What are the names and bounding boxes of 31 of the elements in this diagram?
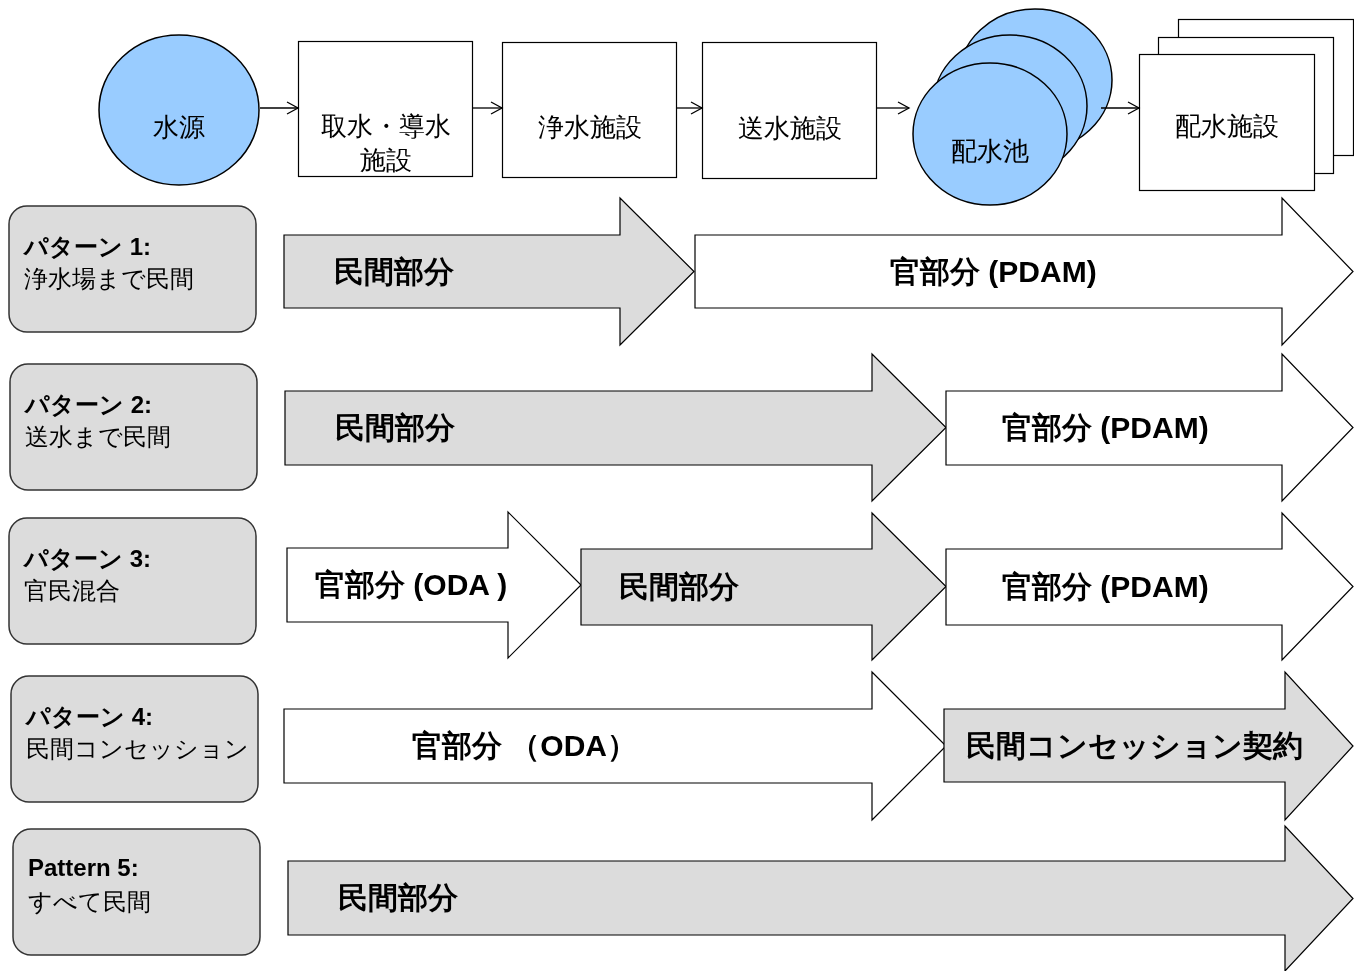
segment-label: 官部分 (ODA ) xyxy=(315,567,508,603)
pattern-title: パターン 1: xyxy=(24,232,151,262)
pattern-description: 民間コンセッション xyxy=(26,734,249,764)
arrow xyxy=(876,101,910,115)
pattern-description: 送水まで民間 xyxy=(25,422,171,452)
pattern-title: パターン 3: xyxy=(24,544,151,574)
segment-label: 民間部分 xyxy=(338,880,458,916)
arrow xyxy=(472,101,503,115)
segment-label: 官部分 (PDAM) xyxy=(1002,410,1209,446)
node-label: 水源 xyxy=(152,111,206,144)
node-label: 送水施設 xyxy=(736,111,843,145)
pattern-title: パターン 4: xyxy=(26,702,153,732)
node-label: 取水・導水施設 xyxy=(319,110,452,177)
arrow xyxy=(259,101,299,115)
segment-label: 民間部分 xyxy=(619,569,739,605)
arrow xyxy=(676,101,703,115)
segment-label: 官部分 （ODA） xyxy=(412,728,637,764)
pattern-description: 浄水場まで民間 xyxy=(24,264,194,294)
arrow xyxy=(1100,101,1140,115)
segment-label: 官部分 (PDAM) xyxy=(890,253,1097,290)
pattern-description: すべて民間 xyxy=(28,887,151,917)
pattern-description: 官民混合 xyxy=(24,576,120,606)
node-label: 浄水施設 xyxy=(536,111,643,144)
segment-label: 官部分 (PDAM) xyxy=(1002,569,1209,605)
pattern-title: パターン 2: xyxy=(25,390,152,420)
node-label: 配水施設 xyxy=(1174,110,1280,143)
node-label: 配水池 xyxy=(950,135,1030,168)
segment-label: 民間部分 xyxy=(335,410,455,446)
segment-label: 民間部分 xyxy=(334,253,454,290)
segment-label: 民間コンセッション契約 xyxy=(966,727,1303,764)
pattern-title: Pattern 5: xyxy=(28,854,139,882)
